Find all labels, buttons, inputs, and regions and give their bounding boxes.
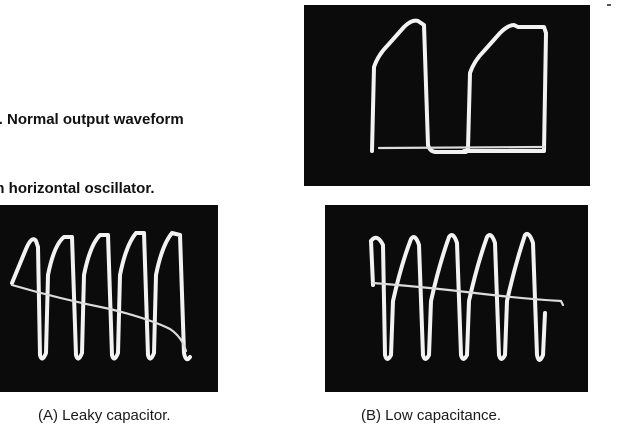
leaky-capacitor-retrace bbox=[10, 283, 188, 353]
leaky-capacitor-trace bbox=[10, 231, 192, 362]
low-capacitance-scope bbox=[325, 205, 588, 392]
panel-b-caption: (B) Low capacitance. bbox=[361, 407, 502, 424]
leaky-capacitor-waveform bbox=[10, 231, 192, 362]
low-capacitance-retrace bbox=[371, 281, 565, 307]
normal-waveform-trace bbox=[370, 18, 548, 154]
normal-waveform-scope bbox=[304, 5, 590, 186]
page-corner-mark bbox=[607, 4, 611, 6]
leaky-capacitor-scope bbox=[0, 205, 218, 392]
figure-caption: 13. Normal output waveform om horizontal… bbox=[0, 62, 272, 223]
low-capacitance-trace bbox=[369, 232, 565, 362]
panel-a-caption: (A) Leaky capacitor. bbox=[38, 407, 171, 424]
figure-caption-line-2: om horizontal oscillator. bbox=[0, 180, 155, 197]
figure-caption-line-1: 13. Normal output waveform bbox=[0, 111, 184, 128]
normal-waveform-path bbox=[370, 18, 548, 154]
low-capacitance-waveform bbox=[369, 232, 547, 362]
